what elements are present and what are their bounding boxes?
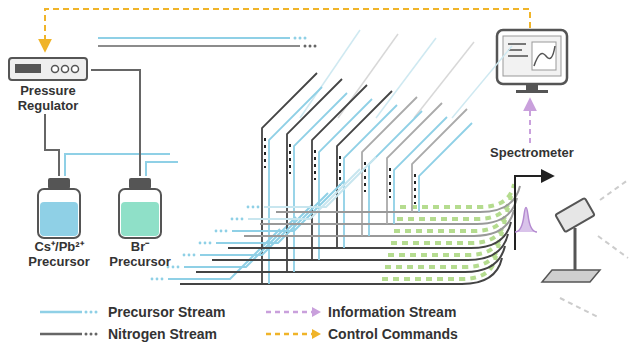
legend-sample: [40, 303, 104, 321]
information-line: [529, 100, 531, 143]
legend-label: Control Commands: [328, 325, 458, 342]
bottle-icon: [104, 176, 176, 240]
precursor-bottle: Br⁻ Precursor: [104, 176, 176, 270]
legend-sample: [266, 325, 324, 342]
legend-label: Nitrogen Stream: [108, 325, 217, 342]
node-label: Br⁻ Precursor: [104, 240, 176, 270]
spectrometer-probe: [515, 176, 628, 318]
node-label: Pressure Regulator: [5, 84, 91, 114]
regulator-icon: [5, 56, 91, 84]
microfluidic-network: [151, 30, 520, 284]
legend-label: Information Stream: [328, 303, 456, 321]
spectrometer-label: Spectrometer: [478, 146, 586, 161]
node-label: Spectrometer: [478, 146, 586, 161]
nitrogen-line: [45, 114, 59, 176]
regulator-box: Pressure Regulator: [5, 56, 91, 114]
feed-lines: [65, 37, 317, 177]
precursor-bottle: Cs⁺/Pb²⁺ Precursor: [22, 176, 96, 270]
legend-sample: [266, 303, 324, 321]
nitrogen-line: [91, 70, 140, 176]
legend-label: Precursor Stream: [108, 303, 226, 321]
node-label: Cs⁺/Pb²⁺ Precursor: [22, 240, 96, 270]
control-command-line: [45, 9, 530, 50]
computer-monitor: [497, 30, 567, 93]
legend-sample: [40, 325, 104, 342]
bottle-icon: [22, 176, 96, 240]
